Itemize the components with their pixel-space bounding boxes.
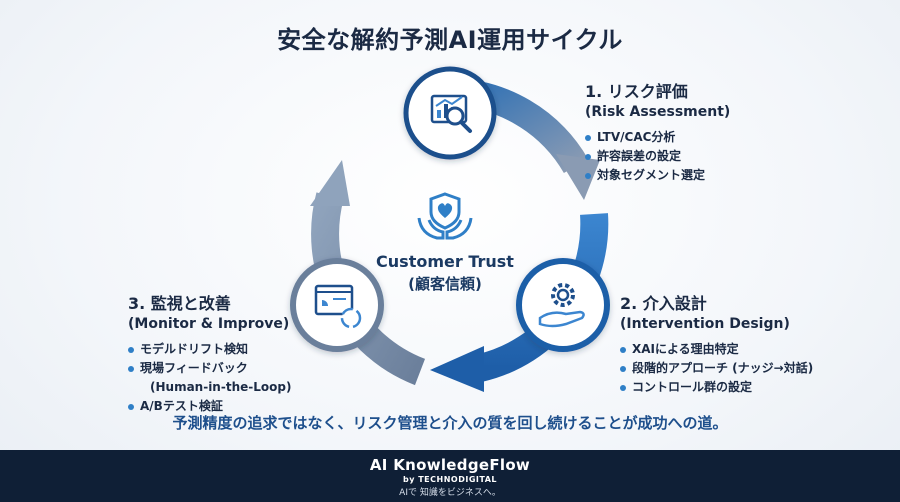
list-item: 現場フィードバック (128, 359, 291, 378)
step-list: XAIによる理由特定 段階的アプローチ (ナッジ→対話) コントロール群の設定 (620, 340, 813, 397)
analytics-magnifier-icon (430, 94, 472, 133)
step-intervention-design: 2. 介入設計 (Intervention Design) XAIによる理由特定… (620, 290, 813, 397)
step-list: モデルドリフト検知 現場フィードバック (Human-in-the-Loop) … (128, 340, 291, 416)
tagline: 予測精度の追求ではなく、リスク管理と介入の質を回し続けることが成功への道。 (172, 414, 728, 432)
monitor-cycle-icon (314, 284, 362, 329)
list-item: コントロール群の設定 (620, 378, 813, 397)
footer-by: by TECHNODIGITAL (403, 475, 497, 484)
step-risk-assessment: 1. リスク評価 (Risk Assessment) LTV/CAC分析 許容誤… (585, 78, 730, 185)
step-monitor-improve: 3. 監視と改善 (Monitor & Improve) モデルドリフト検知 現… (128, 290, 291, 416)
footer-slogan: AIで 知識をビジネスへ。 (399, 488, 501, 498)
step-subtitle: (Intervention Design) (620, 316, 790, 332)
step-title: 3. 監視と改善 (128, 294, 231, 313)
arrowhead-bottom (430, 346, 484, 392)
list-item-sub: (Human-in-the-Loop) (150, 380, 292, 394)
list-item: A/Bテスト検証 (128, 397, 291, 416)
step-subtitle: (Monitor & Improve) (128, 316, 290, 332)
center-label-en: Customer Trust (376, 252, 514, 271)
step-title: 2. 介入設計 (620, 294, 707, 313)
arrowhead-left (310, 160, 350, 206)
page-title: 安全な解約予測AI運用サイクル (277, 26, 623, 54)
step-list: LTV/CAC分析 許容誤差の設定 対象セグメント選定 (585, 128, 730, 185)
node-intervention-design (516, 258, 610, 352)
step-subtitle: (Risk Assessment) (585, 104, 731, 120)
gear-hand-icon (538, 283, 585, 328)
node-risk-assessment (403, 66, 497, 160)
list-item: 段階的アプローチ (ナッジ→対話) (620, 359, 813, 378)
footer: AI KnowledgeFlow by TECHNODIGITAL AIで 知識… (0, 450, 900, 502)
arrowhead-top-right (556, 154, 600, 200)
list-item: モデルドリフト検知 (128, 340, 291, 359)
node-monitor-improve (290, 258, 384, 352)
shield-heart-hands-icon (417, 192, 473, 240)
center-trust: Customer Trust (顧客信頼) (340, 190, 550, 294)
footer-brand: AI KnowledgeFlow (369, 456, 531, 474)
list-item: XAIによる理由特定 (620, 340, 813, 359)
list-item: LTV/CAC分析 (585, 128, 730, 147)
step-title: 1. リスク評価 (585, 82, 688, 101)
list-item: 許容誤差の設定 (585, 147, 730, 166)
list-item: 対象セグメント選定 (585, 166, 730, 185)
center-label-ja: (顧客信頼) (408, 275, 482, 293)
